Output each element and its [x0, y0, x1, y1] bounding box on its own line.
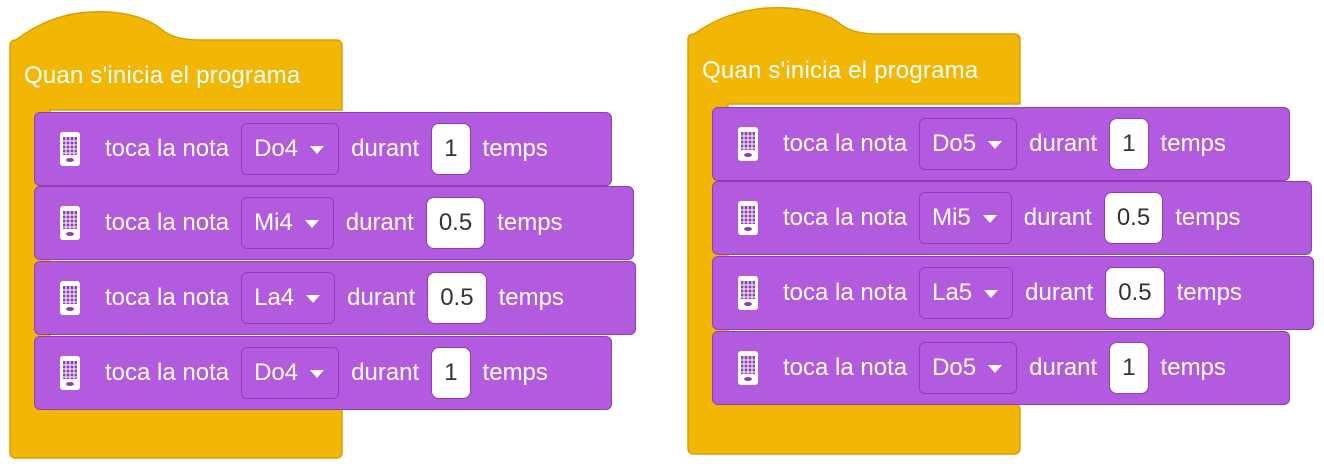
action-label: toca la nota	[783, 130, 908, 157]
note-dropdown[interactable]: Mi5	[919, 192, 1012, 244]
unit-label: temps	[1160, 354, 1226, 381]
caret-down-icon	[310, 146, 325, 154]
note-dropdown[interactable]: Do4	[241, 123, 340, 175]
hub-icon	[735, 198, 761, 238]
note-value: Do5	[932, 354, 977, 381]
hat-block-when-program-starts[interactable]	[678, 0, 1318, 471]
play-note-block[interactable]: toca la nota Do5 durant 1 temps	[712, 331, 1290, 405]
note-value: Do4	[254, 135, 299, 162]
hub-icon	[57, 278, 83, 318]
beats-input[interactable]: 0.5	[425, 197, 486, 249]
during-label: durant	[1025, 279, 1094, 306]
beats-input[interactable]: 0.5	[427, 272, 487, 324]
caret-down-icon	[988, 141, 1003, 149]
action-label: toca la nota	[105, 359, 230, 386]
unit-label: temps	[498, 284, 564, 311]
unit-label: temps	[482, 135, 548, 162]
during-label: durant	[345, 209, 414, 236]
play-note-block[interactable]: toca la nota La4 durant 0.5 temps	[34, 261, 636, 335]
action-label: toca la nota	[105, 209, 230, 236]
caret-down-icon	[988, 365, 1003, 373]
note-dropdown[interactable]: Do4	[241, 347, 340, 399]
script-program-start-left[interactable]: Quan s'inicia el programa toca la nota D…	[0, 0, 640, 471]
hat-block-when-program-starts[interactable]	[0, 0, 640, 471]
during-label: durant	[351, 135, 420, 162]
action-label: toca la nota	[105, 135, 230, 162]
hub-icon	[735, 273, 761, 313]
hat-label: Quan s'inicia el programa	[24, 62, 301, 89]
note-dropdown[interactable]: La5	[919, 267, 1014, 319]
hub-icon	[735, 124, 761, 164]
unit-label: temps	[1175, 204, 1241, 231]
note-dropdown[interactable]: Mi4	[241, 197, 334, 249]
caret-down-icon	[304, 220, 319, 228]
during-label: durant	[347, 284, 416, 311]
action-label: toca la nota	[105, 284, 230, 311]
play-note-block[interactable]: toca la nota Do5 durant 1 temps	[712, 107, 1290, 181]
play-note-block[interactable]: toca la nota Mi4 durant 0.5 temps	[34, 186, 634, 260]
beats-input[interactable]: 1	[431, 347, 471, 399]
action-label: toca la nota	[783, 204, 908, 231]
beats-input[interactable]: 0.5	[1103, 192, 1164, 244]
play-note-block[interactable]: toca la nota Mi5 durant 0.5 temps	[712, 181, 1312, 255]
note-value: La5	[932, 279, 973, 306]
note-dropdown[interactable]: Do5	[919, 342, 1018, 394]
note-value: La4	[254, 284, 295, 311]
during-label: durant	[1023, 204, 1092, 231]
hub-icon	[57, 353, 83, 393]
beats-input[interactable]: 1	[1109, 118, 1149, 170]
hub-icon	[735, 348, 761, 388]
note-value: Do4	[254, 359, 299, 386]
play-note-block[interactable]: toca la nota La5 durant 0.5 temps	[712, 256, 1314, 330]
note-value: Mi5	[932, 204, 971, 231]
action-label: toca la nota	[783, 354, 908, 381]
hat-label: Quan s'inicia el programa	[702, 57, 979, 84]
play-note-block[interactable]: toca la nota Do4 durant 1 temps	[34, 112, 612, 186]
during-label: durant	[351, 359, 420, 386]
play-note-block[interactable]: toca la nota Do4 durant 1 temps	[34, 336, 612, 410]
hub-icon	[57, 203, 83, 243]
note-value: Do5	[932, 130, 977, 157]
unit-label: temps	[482, 359, 548, 386]
note-value: Mi4	[254, 209, 293, 236]
note-dropdown[interactable]: Do5	[919, 118, 1018, 170]
note-dropdown[interactable]: La4	[241, 272, 336, 324]
beats-input[interactable]: 0.5	[1105, 267, 1165, 319]
caret-down-icon	[306, 295, 321, 303]
script-program-start-right[interactable]: Quan s'inicia el programa toca la nota D…	[678, 0, 1318, 471]
beats-input[interactable]: 1	[431, 123, 471, 175]
action-label: toca la nota	[783, 279, 908, 306]
caret-down-icon	[310, 370, 325, 378]
beats-input[interactable]: 1	[1109, 342, 1149, 394]
unit-label: temps	[497, 209, 563, 236]
unit-label: temps	[1176, 279, 1242, 306]
during-label: durant	[1029, 354, 1098, 381]
during-label: durant	[1029, 130, 1098, 157]
caret-down-icon	[984, 290, 999, 298]
unit-label: temps	[1160, 130, 1226, 157]
caret-down-icon	[982, 215, 997, 223]
hub-icon	[57, 129, 83, 169]
